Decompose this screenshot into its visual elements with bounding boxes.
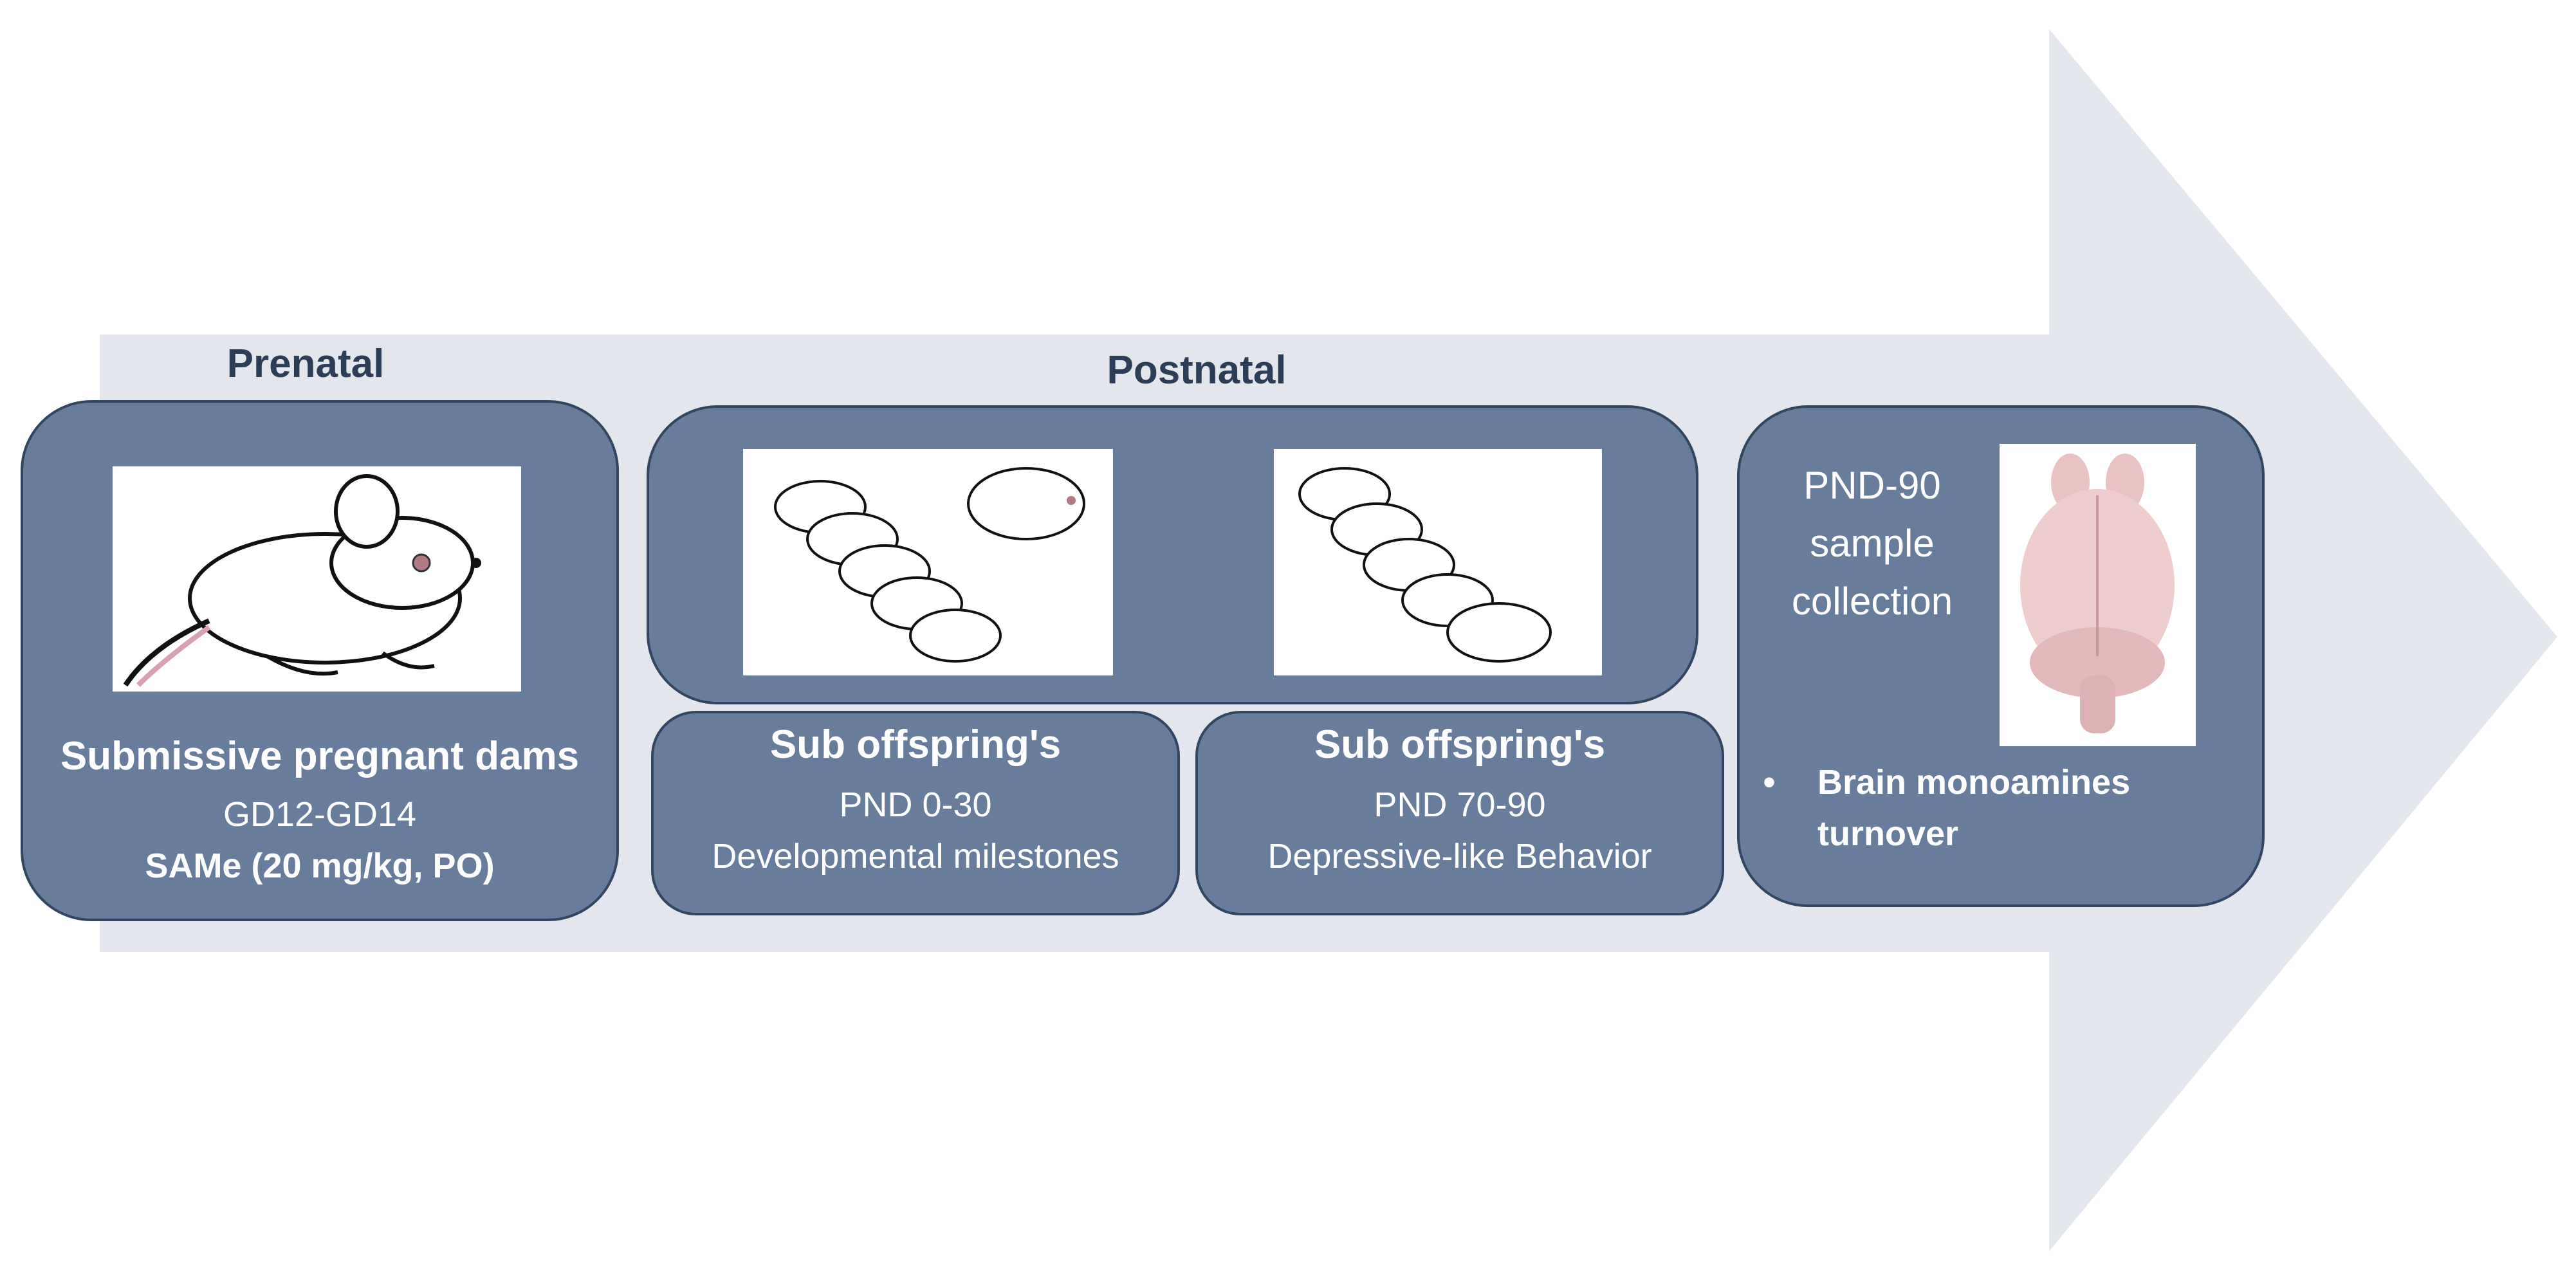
bullet-marker: • (1763, 763, 1776, 802)
postnatal-2-assay: Depressive-like Behavior (1267, 837, 1652, 876)
sample-line-1: PND-90 (1803, 464, 1941, 507)
postnatal-1-days: PND 0-30 (839, 785, 992, 824)
postnatal-2-title: Sub offspring's (1314, 722, 1606, 767)
prenatal-days: GD12-GD14 (223, 795, 417, 834)
mouse-icon (123, 474, 481, 687)
pregnant-dam-image (113, 466, 521, 692)
postnatal-label: Postnatal (1107, 348, 1287, 392)
offspring-pups-image-2 (1274, 449, 1602, 675)
prenatal-label: Prenatal (226, 342, 385, 386)
prenatal-treatment: SAMe (20 mg/kg, PO) (145, 847, 495, 885)
brain-icon (2020, 454, 2175, 733)
prenatal-title: Submissive pregnant dams (60, 734, 580, 778)
postnatal-1-title: Sub offspring's (769, 722, 1062, 767)
postnatal-1-assay: Developmental milestones (712, 837, 1119, 876)
postnatal-2-days: PND 70-90 (1374, 785, 1546, 824)
postnatal-panel-1 (651, 711, 1180, 915)
bullet-line-2: turnover (1817, 814, 1959, 853)
pups-icon (1298, 467, 1552, 663)
sample-line-3: collection (1791, 580, 1953, 623)
brain-image (2000, 444, 2196, 746)
offspring-pups-image-1 (743, 449, 1113, 675)
postnatal-panel-2 (1195, 711, 1724, 915)
bullet-line-1: Brain monoamines (1817, 763, 2131, 802)
pups-icon (774, 467, 1085, 663)
sample-line-2: sample (1810, 522, 1935, 565)
